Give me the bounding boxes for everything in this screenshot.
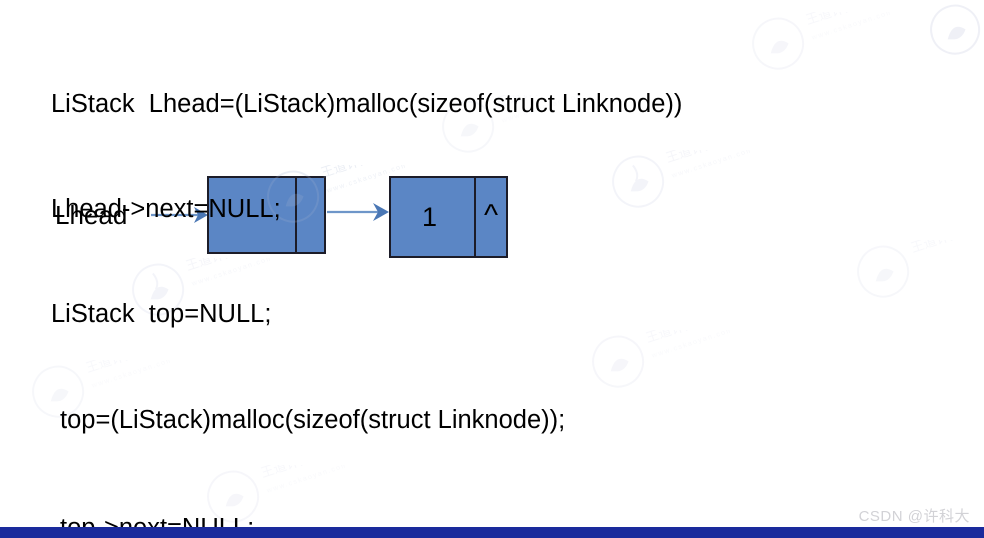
watermark-tile: 王道计算机考研 xyxy=(845,240,984,302)
code-block-top: LiStack Lhead=(LiStack)malloc(sizeof(str… xyxy=(51,17,682,402)
svg-text:王道计算机考研: 王道计算机考研 xyxy=(909,240,984,256)
code-line: LiStack Lhead=(LiStack)malloc(sizeof(str… xyxy=(51,90,683,118)
node-one-next-cell: ^ xyxy=(474,178,506,256)
linked-list-node-one: 1 ^ xyxy=(389,176,508,258)
bottom-accent-bar xyxy=(0,527,984,538)
code-line: Lhead->next=NULL; xyxy=(51,195,281,223)
arrow-lhead-to-head-node xyxy=(150,202,212,233)
csdn-credit-watermark: CSDN @许科大 xyxy=(858,508,970,525)
code-line: LiStack top=NULL; xyxy=(51,300,272,328)
node-head-next-cell xyxy=(295,178,324,252)
lhead-pointer-label: Lhead xyxy=(55,200,128,230)
linked-list-node-head xyxy=(207,176,326,254)
watermark-tile: 王道计算机考研 www.cskaoyan.com xyxy=(740,12,890,74)
code-line: top=(LiStack)malloc(sizeof(struct Linkno… xyxy=(60,406,566,434)
watermark-tile xyxy=(925,0,984,60)
code-block-bottom: top=(LiStack)malloc(sizeof(struct Linkno… xyxy=(60,330,565,538)
node-one-data-cell: 1 xyxy=(421,201,438,232)
svg-text:王道计算机考研: 王道计算机考研 xyxy=(804,12,890,28)
svg-text:www.cskaoyan.com: www.cskaoyan.com xyxy=(810,12,890,42)
arrow-head-to-node-one xyxy=(326,198,392,231)
